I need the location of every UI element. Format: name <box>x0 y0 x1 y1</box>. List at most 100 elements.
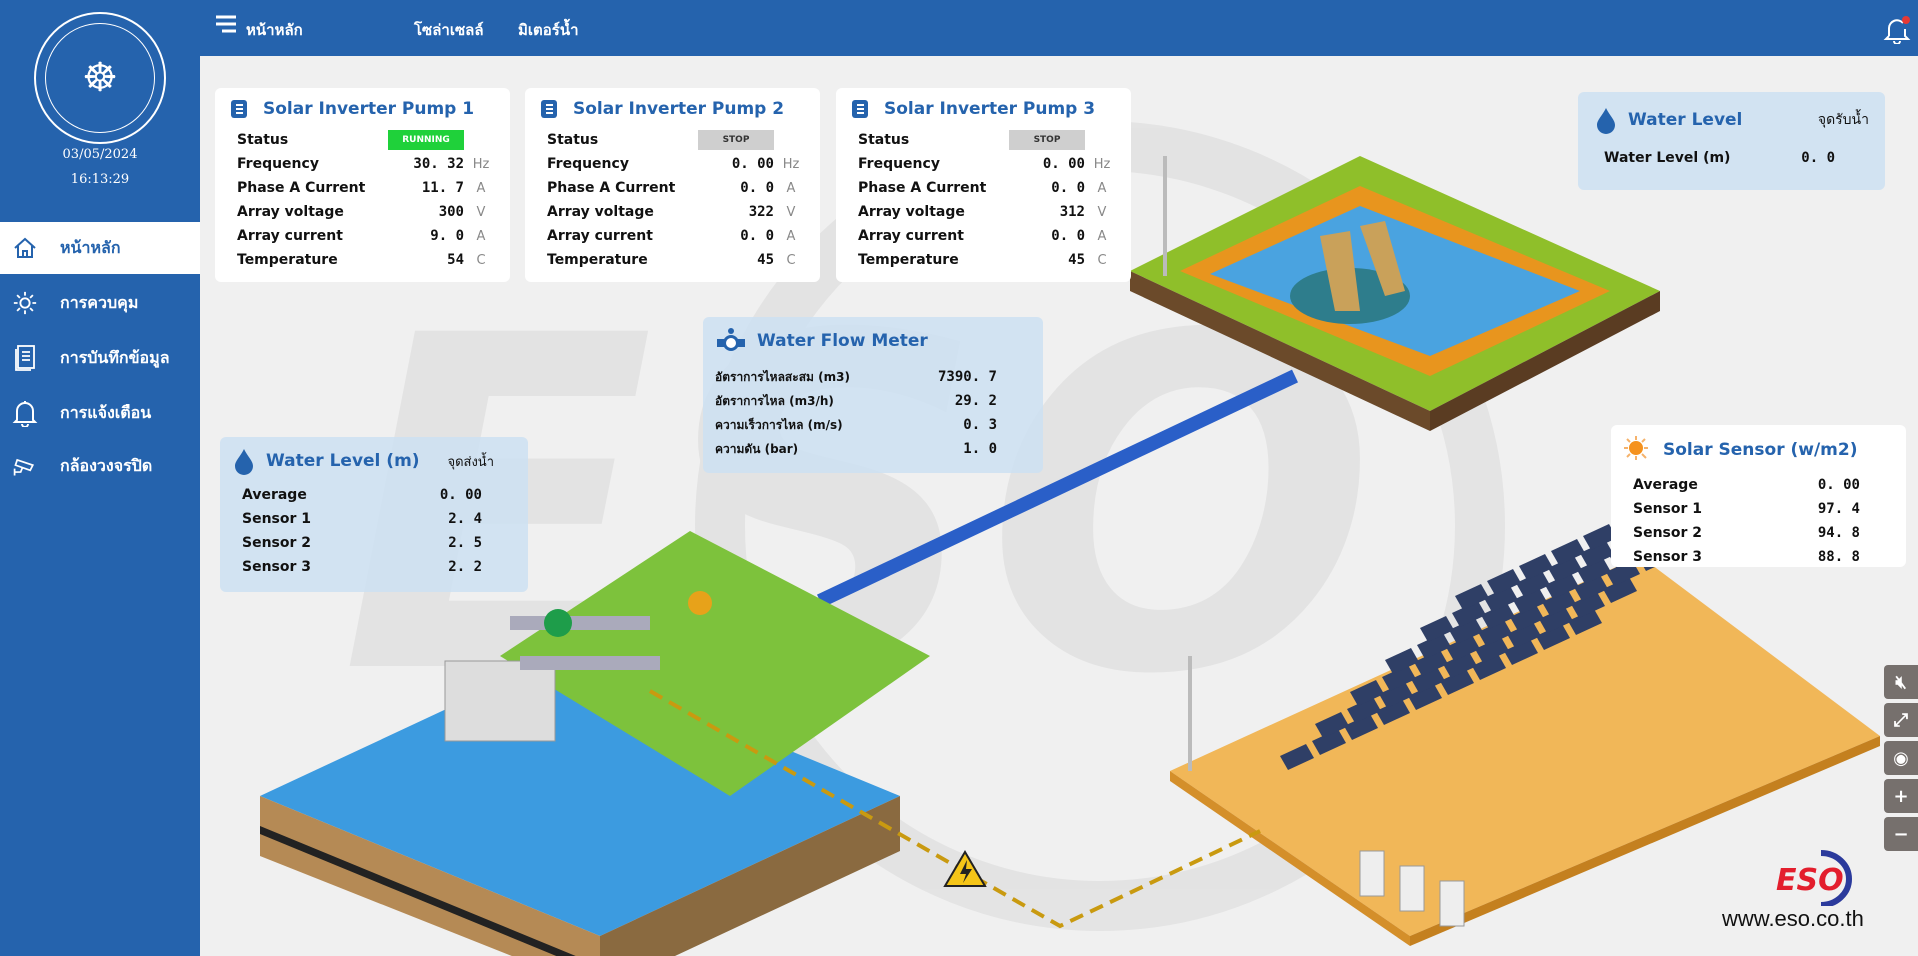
solar-panel <box>1440 669 1474 695</box>
solar-panel <box>1536 624 1570 650</box>
solar-panel <box>1344 714 1378 740</box>
status-badge: STOP <box>1009 130 1085 150</box>
sidebar-item-label: การควบคุม <box>60 292 139 312</box>
nav-link-water-meter[interactable]: มิเตอร์น้ำ <box>518 21 579 39</box>
solar-panel <box>1385 648 1419 674</box>
solar-panel <box>1574 575 1608 601</box>
sidebar-item-label: หน้าหลัก <box>60 237 121 257</box>
pump-motor-icon <box>541 100 557 118</box>
flow-meter-icon <box>717 328 745 351</box>
solar-panel <box>1414 650 1448 676</box>
document-icon <box>12 345 38 371</box>
zoom-in-button[interactable]: + <box>1884 779 1918 813</box>
solar-panel <box>1411 667 1445 693</box>
zoom-out-button[interactable]: − <box>1884 817 1918 851</box>
solar-panel <box>1417 633 1451 659</box>
water-flow-meter-card: Water Flow Meter อัตราการไหลสะสม (m3)739… <box>703 317 1043 473</box>
solar-panel <box>1475 637 1509 663</box>
solar-panel <box>1408 684 1442 710</box>
website-url: www.eso.co.th <box>1722 906 1864 931</box>
pump-title: Solar Inverter Pump 3 <box>884 99 1096 119</box>
organization-logo: ☸ <box>34 12 166 144</box>
solar-panel <box>1443 652 1477 678</box>
solar-panel <box>1568 609 1602 635</box>
solar-panel <box>1551 539 1585 565</box>
water-drop-icon <box>235 449 253 475</box>
sidebar-item-alerts[interactable]: การแจ้งเตือน <box>0 387 200 439</box>
solar-panel <box>1519 554 1553 580</box>
pump-station <box>260 531 930 956</box>
receiving-tank <box>1130 156 1660 431</box>
gear-icon <box>12 290 38 316</box>
solar-panel <box>1603 577 1637 603</box>
solar-panel <box>1507 622 1541 648</box>
sidebar-item-label: การบันทึกข้อมูล <box>60 347 170 367</box>
hamburger-menu-icon[interactable] <box>214 14 238 38</box>
sidebar-item-control[interactable]: การควบคุม <box>0 277 200 329</box>
solar-panel <box>1455 584 1489 610</box>
pump-motor-icon <box>852 100 868 118</box>
status-badge: STOP <box>698 130 774 150</box>
mute-button[interactable]: 🔇︎ <box>1884 665 1918 699</box>
solar-panel <box>1548 556 1582 582</box>
sidebar-item-label: การแจ้งเตือน <box>60 402 152 422</box>
header-title: หน้าหลัก <box>246 21 303 39</box>
cctv-icon <box>12 453 38 479</box>
solar-panel <box>1513 588 1547 614</box>
solar-panel <box>1539 607 1573 633</box>
water-drop-icon <box>1597 108 1615 134</box>
solar-panel <box>1449 618 1483 644</box>
solar-panel <box>1571 592 1605 618</box>
status-badge: RUNNING <box>388 130 464 150</box>
solar-panel <box>1376 699 1410 725</box>
eso-logo: ESO <box>1776 848 1871 908</box>
data-row: อัตราการไหล (m3/h)29. 2 <box>715 393 997 409</box>
solar-panel <box>1315 712 1349 738</box>
solar-panel <box>1478 620 1512 646</box>
sidebar-item-home[interactable]: หน้าหลัก <box>0 222 200 274</box>
solar-panel <box>1487 569 1521 595</box>
nav-link-solar[interactable]: โซล่าเซลล์ <box>414 21 484 39</box>
pump-motor-icon <box>231 100 247 118</box>
solar-panel <box>1382 665 1416 691</box>
solar-panel <box>1481 603 1515 629</box>
sidebar-item-cctv[interactable]: กล้องวงจรปิด <box>0 440 200 492</box>
solar-panel <box>1484 586 1518 612</box>
solar-panel <box>1577 558 1611 584</box>
solar-panel <box>1542 590 1576 616</box>
sidebar-item-label: กล้องวงจรปิด <box>60 455 153 475</box>
solar-panel <box>1312 729 1346 755</box>
current-date: 03/05/2024 <box>62 147 138 162</box>
data-row: อัตราการไหลสะสม (m3)7390. 7 <box>715 369 997 385</box>
sidebar-item-records[interactable]: การบันทึกข้อมูล <box>0 332 200 384</box>
fullscreen-button[interactable]: ⤢ <box>1884 703 1918 737</box>
top-header: หน้าหลัก โซล่าเซลล์ มิเตอร์น้ำ <box>200 0 1918 56</box>
solar-panel <box>1545 573 1579 599</box>
solar-panel <box>1350 680 1384 706</box>
bell-icon <box>12 400 38 427</box>
notification-bell-icon[interactable] <box>1882 14 1912 48</box>
solar-panel <box>1420 616 1454 642</box>
view-button[interactable]: ◉ <box>1884 741 1918 775</box>
